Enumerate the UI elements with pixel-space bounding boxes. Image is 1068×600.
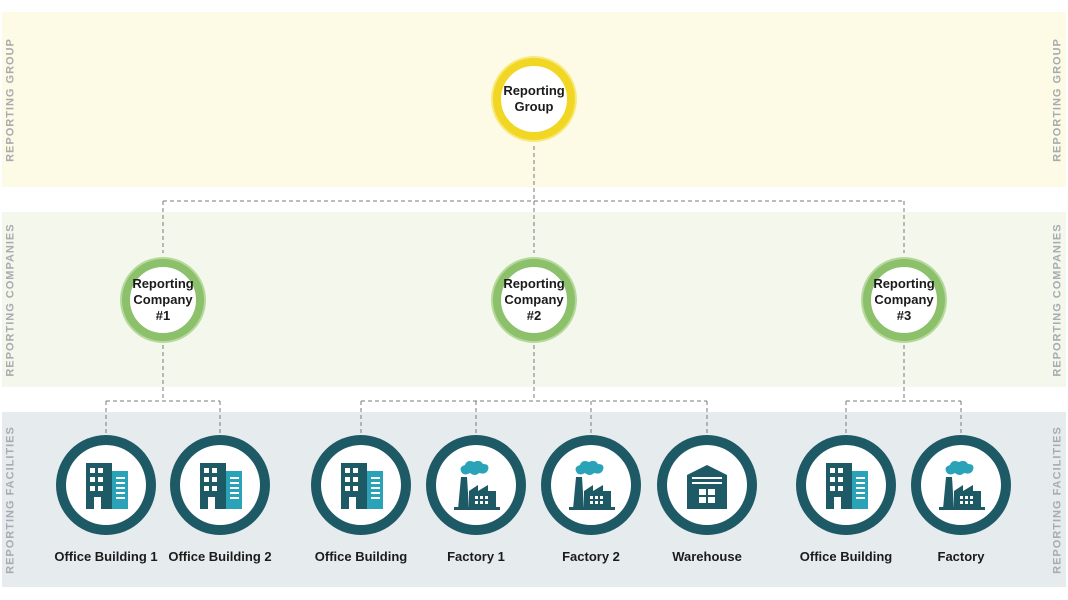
facility-label: Factory 2: [562, 549, 620, 564]
company-1-line-2: Company: [133, 292, 193, 307]
company-3-line-1: Reporting: [873, 276, 935, 291]
company-2-line-2: Company: [504, 292, 564, 307]
facility-label: Office Building: [314, 549, 408, 564]
factory-icon: [569, 460, 615, 510]
factory-icon: [939, 460, 985, 510]
office-building-icon: [826, 463, 868, 509]
facilities-side-label-right: REPORTING FACILITIES: [1051, 426, 1064, 574]
facility-factory-2: [541, 435, 641, 535]
facility-factory: [911, 435, 1011, 535]
reporting-company-1-node: Reporting Company #1: [122, 259, 204, 341]
facility-office-building: [796, 435, 896, 535]
facility-warehouse: [657, 435, 757, 535]
company-1-line-1: Reporting: [132, 276, 194, 291]
group-side-label-right: REPORTING GROUP: [1051, 38, 1064, 162]
office-building-icon: [341, 463, 383, 509]
company-1-line-3: #1: [155, 308, 171, 323]
facility-office-building-2: [170, 435, 270, 535]
facility-label: Office Building 1: [54, 549, 158, 564]
office-building-icon: [200, 463, 242, 509]
facility-office-building: [311, 435, 411, 535]
office-building-icon: [86, 463, 128, 509]
company-3-line-3: #3: [896, 308, 912, 323]
group-line-1: Reporting: [503, 83, 565, 98]
companies-side-label-left: REPORTING COMPANIES: [4, 223, 17, 377]
company-2-line-3: #2: [526, 308, 542, 323]
group-line-2: Group: [514, 99, 554, 114]
facility-label: Warehouse: [672, 549, 742, 564]
reporting-company-2-node: Reporting Company #2: [493, 259, 575, 341]
company-2-line-1: Reporting: [503, 276, 565, 291]
reporting-company-3-node: Reporting Company #3: [863, 259, 945, 341]
facility-label: Office Building: [799, 549, 893, 564]
company-3-line-2: Company: [874, 292, 934, 307]
companies-side-label-right: REPORTING COMPANIES: [1051, 223, 1064, 377]
facility-label: Factory: [937, 549, 985, 564]
reporting-group-node: Reporting Group: [493, 58, 575, 140]
facility-factory-1: [426, 435, 526, 535]
facility-label: Factory 1: [447, 549, 505, 564]
factory-icon: [454, 460, 500, 510]
facility-label: Office Building 2: [168, 549, 272, 564]
facilities-side-label-left: REPORTING FACILITIES: [4, 426, 17, 574]
facility-office-building-1: [56, 435, 156, 535]
group-side-label-left: REPORTING GROUP: [4, 38, 17, 162]
warehouse-icon: [687, 465, 727, 509]
